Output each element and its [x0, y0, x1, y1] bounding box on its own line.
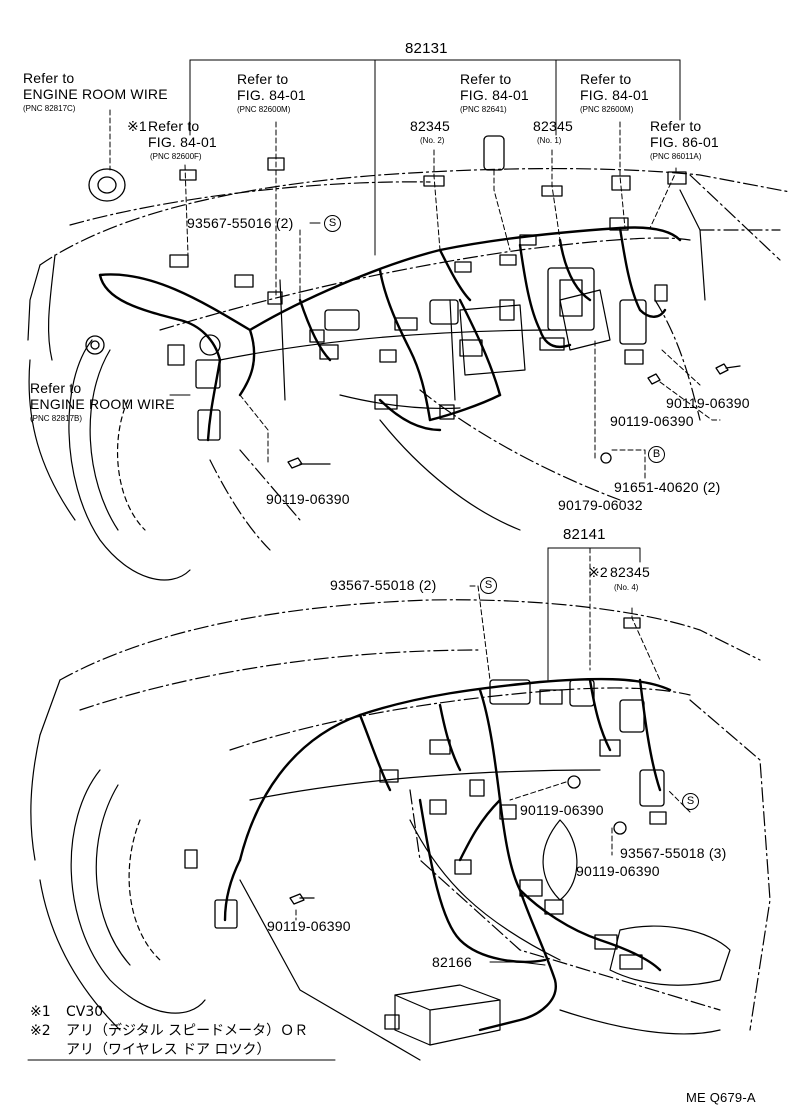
refer-pnc: (PNC 86011A): [650, 152, 702, 161]
top-leaders: [109, 59, 721, 481]
top-connectors: [85, 217, 668, 441]
bolt-90119-06390-right: 90119-06390: [666, 395, 750, 411]
clamp-symbol-s: S: [324, 215, 341, 232]
refer-line-1: Refer to: [650, 118, 702, 134]
refer-line-2: FIG. 84-01: [148, 134, 217, 150]
figure-code: ME Q679-A: [686, 1090, 756, 1105]
part-number: 91651-40620 (2): [614, 479, 721, 495]
bolt-90119-06390-mid: 90119-06390: [610, 413, 694, 429]
refer-line-1: Refer to: [580, 71, 632, 87]
bottom-assembly-number: 82141: [563, 526, 606, 543]
refer-line-1: Refer to: [237, 71, 289, 87]
bottom-connectors: [184, 679, 667, 1030]
wire-82166: 82166: [432, 954, 472, 970]
refer-line-2: FIG. 84-01: [580, 87, 649, 103]
part-number: 93567-55016 (2): [187, 215, 294, 231]
refer-pnc: (PNC 82817C): [23, 104, 76, 113]
footnote-2-line-1: アリ（デジタル スピードメータ）ＯＲ: [66, 1023, 309, 1039]
refer-line-1: Refer to: [23, 70, 75, 86]
refer-pnc: (PNC 82641): [460, 105, 507, 114]
refer-pnc: (PNC 82600M): [580, 105, 634, 114]
refer-line-1: Refer to: [30, 380, 82, 396]
refer-line-2: FIG. 84-01: [237, 87, 306, 103]
part-number: 82345: [410, 118, 450, 134]
refer-line-2: ENGINE ROOM WIRE: [23, 86, 168, 102]
refer-pnc: (PNC 82600M): [237, 105, 291, 114]
footnote-1-text: CV30: [66, 1004, 104, 1020]
part-number: 93567-55018 (2): [330, 577, 437, 593]
footnote-mark: ※2: [588, 564, 608, 580]
refer-pnc: (PNC 82817B): [30, 414, 83, 423]
nut-symbol-b: B: [648, 446, 665, 463]
part-number: 82345: [533, 118, 573, 134]
part-number: 93567-55018 (3): [620, 845, 727, 861]
clamp-symbol-s: S: [480, 577, 497, 594]
clamp-symbol-s: S: [682, 793, 699, 810]
part-number: 82345: [610, 564, 650, 580]
part-sub: (No. 1): [537, 136, 562, 145]
bottom-loose-parts: [289, 617, 641, 905]
footnote-2-line-2: アリ（ワイヤレス ドア ロツク）: [66, 1042, 271, 1058]
refer-line-2: FIG. 84-01: [460, 87, 529, 103]
part-sub: (No. 2): [420, 136, 445, 145]
refer-line-2: ENGINE ROOM WIRE: [30, 396, 175, 412]
top-wire-harness: [98, 226, 682, 442]
bottom-leaders: [295, 547, 691, 966]
top-car-body: [27, 167, 791, 581]
bolt-90119-06390-left: 90119-06390: [266, 491, 350, 507]
bottom-car-body: [30, 599, 771, 1061]
bolt-90119-06390-left: 90119-06390: [267, 918, 351, 934]
bottom-wire-harness: [223, 677, 672, 1032]
refer-line-2: FIG. 86-01: [650, 134, 719, 150]
refer-pnc: (PNC 82600F): [150, 152, 202, 161]
part-sub: (No. 4): [614, 583, 639, 592]
footnote-2-mark: ※2: [30, 1023, 51, 1039]
refer-line-1: Refer to: [460, 71, 512, 87]
footnote-mark: ※1: [127, 118, 147, 134]
top-assembly-number: 82131: [405, 40, 448, 57]
bolt-90119-06390-lower: 90119-06390: [576, 863, 660, 879]
refer-line-1: Refer to: [148, 118, 200, 134]
nut-90179-06032: 90179-06032: [558, 497, 643, 513]
footnote-1-mark: ※1: [30, 1004, 51, 1020]
bolt-90119-06390-center: 90119-06390: [520, 802, 604, 818]
